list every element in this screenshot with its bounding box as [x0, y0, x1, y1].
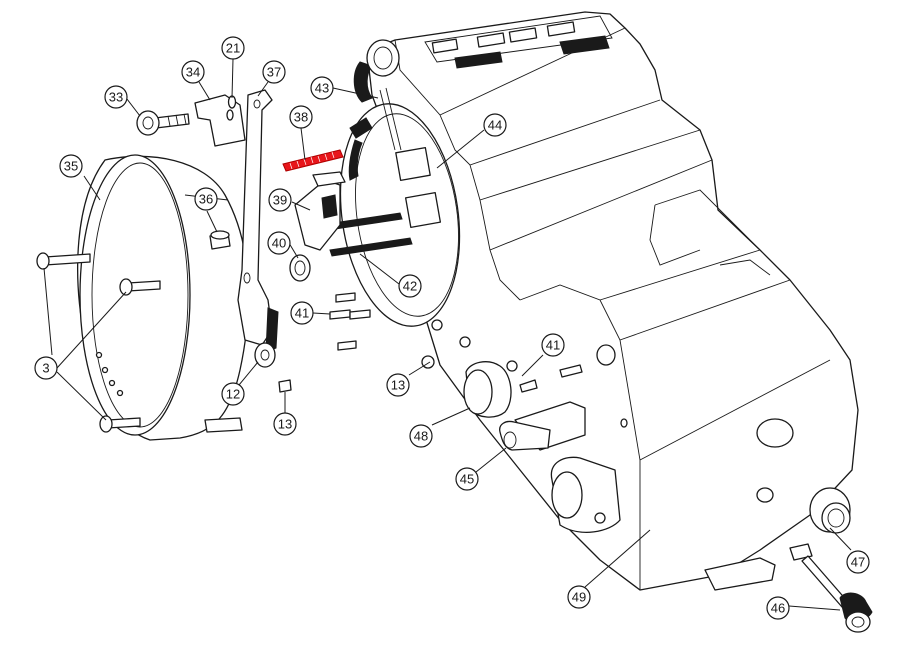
svg-text:3: 3 [42, 361, 49, 376]
callout-45: 45 [455, 467, 479, 491]
callout-44: 44 [483, 113, 507, 137]
callout-49: 49 [567, 585, 591, 609]
svg-text:13: 13 [391, 378, 405, 393]
screws-41 [329, 292, 371, 351]
callout-3: 3 [34, 356, 58, 380]
svg-text:43: 43 [315, 81, 329, 96]
callout-40: 40 [267, 231, 291, 255]
spring-38 [282, 149, 344, 172]
callout-42: 42 [398, 274, 422, 298]
svg-text:46: 46 [771, 601, 785, 616]
svg-text:47: 47 [851, 555, 865, 570]
leader-lines [43, 58, 852, 611]
svg-text:12: 12 [226, 387, 240, 402]
svg-text:13: 13 [278, 417, 292, 432]
end-cover [77, 154, 250, 441]
callout-13-right: 13 [386, 373, 410, 397]
svg-text:41: 41 [546, 338, 560, 353]
callout-37: 37 [262, 60, 286, 84]
callout-39: 39 [268, 188, 292, 212]
callout-13-left: 13 [273, 412, 297, 436]
callout-34: 34 [181, 60, 205, 84]
callout-43: 43 [310, 76, 334, 100]
svg-text:34: 34 [186, 65, 200, 80]
connector-46 [789, 543, 873, 633]
svg-text:39: 39 [273, 193, 287, 208]
svg-text:35: 35 [64, 159, 78, 174]
main-housing [319, 11, 859, 591]
callout-21: 21 [221, 36, 245, 60]
bracket-34 [194, 94, 246, 147]
svg-text:36: 36 [199, 192, 213, 207]
callout-12: 12 [221, 382, 245, 406]
svg-text:33: 33 [109, 90, 123, 105]
callouts: 21 34 37 33 43 38 44 35 36 39 40 42 41 3… [34, 36, 870, 620]
connector-47 [809, 487, 851, 534]
lever-37 [237, 89, 279, 368]
callout-38: 38 [289, 105, 313, 129]
callout-36: 36 [194, 187, 218, 211]
svg-text:45: 45 [460, 472, 474, 487]
svg-text:38: 38 [294, 110, 308, 125]
svg-text:48: 48 [414, 429, 428, 444]
callout-41-right: 41 [541, 333, 565, 357]
callout-35: 35 [59, 154, 83, 178]
cover-screws [36, 252, 161, 433]
bushing-40 [289, 254, 311, 282]
pin-13-left [278, 379, 292, 393]
svg-text:21: 21 [226, 41, 240, 56]
block-39 [294, 171, 346, 251]
svg-text:49: 49 [572, 590, 586, 605]
svg-text:40: 40 [272, 236, 286, 251]
callout-41-left: 41 [290, 301, 314, 325]
svg-text:41: 41 [295, 306, 309, 321]
pin-36 [209, 230, 231, 250]
svg-text:42: 42 [403, 279, 417, 294]
svg-text:37: 37 [267, 65, 281, 80]
highlighted-spring [282, 149, 344, 172]
callout-33: 33 [104, 85, 128, 109]
callout-48: 48 [409, 424, 433, 448]
callout-46: 46 [766, 596, 790, 620]
screw-33 [136, 110, 190, 136]
svg-text:44: 44 [488, 118, 502, 133]
callout-47: 47 [846, 550, 870, 574]
